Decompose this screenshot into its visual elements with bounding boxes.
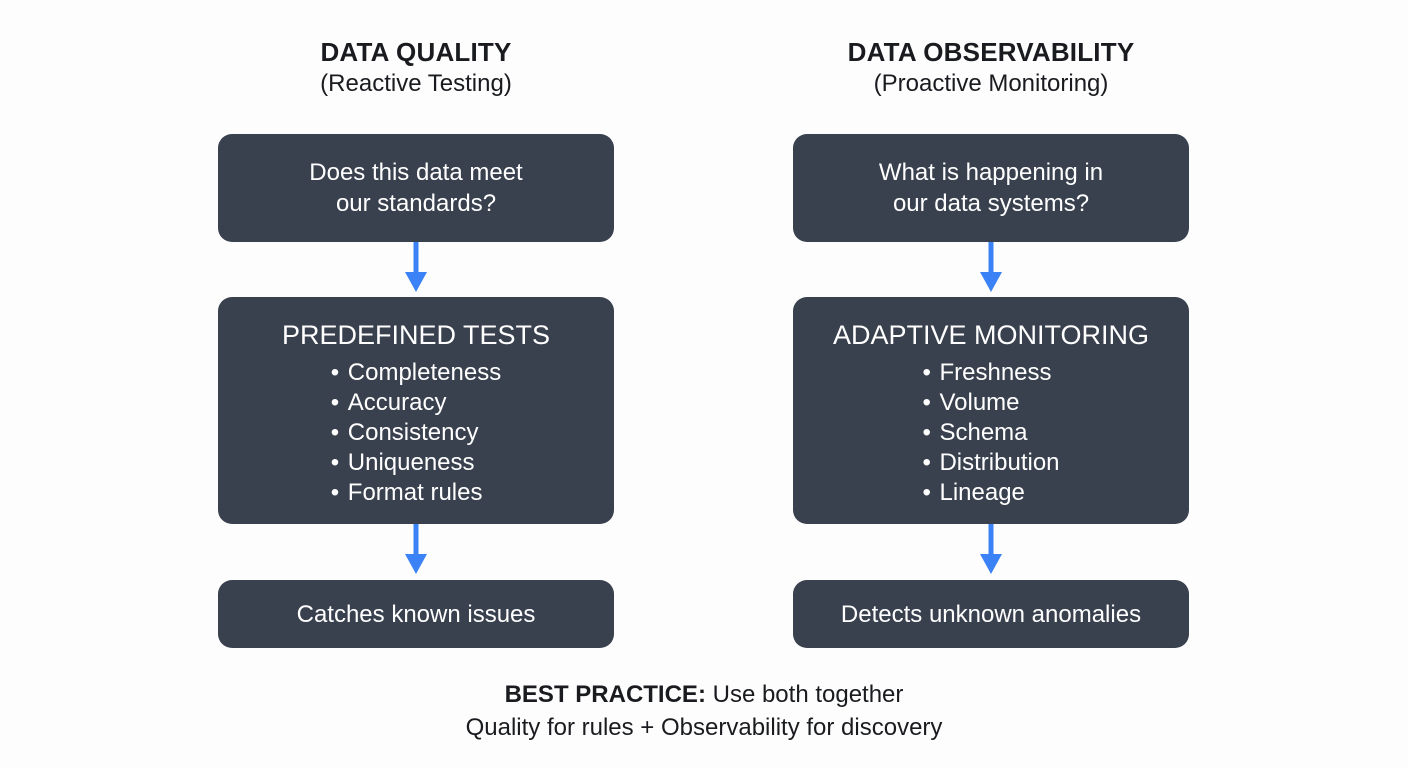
node-outcome-data-quality: Catches known issues (218, 580, 614, 648)
list-item: Completeness (331, 358, 501, 388)
node-text: Does this data meet our standards? (309, 159, 523, 217)
node-text: Catches known issues (296, 600, 536, 628)
node-question-data-quality: Does this data meet our standards? (218, 134, 614, 242)
node-question-data-observability: What is happening in our data systems? (793, 134, 1189, 242)
list-item: Lineage (922, 478, 1059, 508)
column-header-data-observability: DATA OBSERVABILITY (Proactive Monitoring… (793, 36, 1189, 100)
footer-best-practice: BEST PRACTICE: Use both together Quality… (0, 678, 1408, 744)
list-item: Distribution (922, 448, 1059, 478)
column-title: DATA QUALITY (320, 37, 512, 67)
list-item: Format rules (331, 478, 501, 508)
node-list: Freshness Volume Schema Distribution Lin… (922, 358, 1059, 508)
footer-label: BEST PRACTICE: (504, 681, 706, 708)
node-text: What is happening in our data systems? (878, 159, 1104, 217)
arrow-down-icon (401, 524, 431, 576)
list-item: Accuracy (331, 388, 501, 418)
arrow-down-icon (976, 524, 1006, 576)
list-item: Volume (922, 388, 1059, 418)
arrow-down-icon (976, 242, 1006, 294)
arrow-down-icon (401, 242, 431, 294)
node-predefined-tests: PREDEFINED TESTS Completeness Accuracy C… (218, 297, 614, 524)
node-list-heading: PREDEFINED TESTS (281, 319, 551, 350)
list-item: Uniqueness (331, 448, 501, 478)
node-list-heading: ADAPTIVE MONITORING (832, 319, 1150, 350)
column-subtitle: (Proactive Monitoring) (873, 70, 1109, 97)
list-item: Freshness (922, 358, 1059, 388)
column-title: DATA OBSERVABILITY (847, 37, 1135, 67)
column-header-data-quality: DATA QUALITY (Reactive Testing) (218, 36, 614, 100)
list-item: Consistency (331, 418, 501, 448)
node-list: Completeness Accuracy Consistency Unique… (331, 358, 501, 508)
node-text: Detects unknown anomalies (840, 600, 1142, 628)
column-subtitle: (Reactive Testing) (320, 70, 512, 97)
list-item: Schema (922, 418, 1059, 448)
footer-line-2: Quality for rules + Observability for di… (465, 714, 943, 741)
footer-line-1: BEST PRACTICE: Use both together (0, 678, 1408, 711)
node-adaptive-monitoring: ADAPTIVE MONITORING Freshness Volume Sch… (793, 297, 1189, 524)
node-outcome-data-observability: Detects unknown anomalies (793, 580, 1189, 648)
footer-line-1-rest: Use both together (705, 681, 904, 708)
